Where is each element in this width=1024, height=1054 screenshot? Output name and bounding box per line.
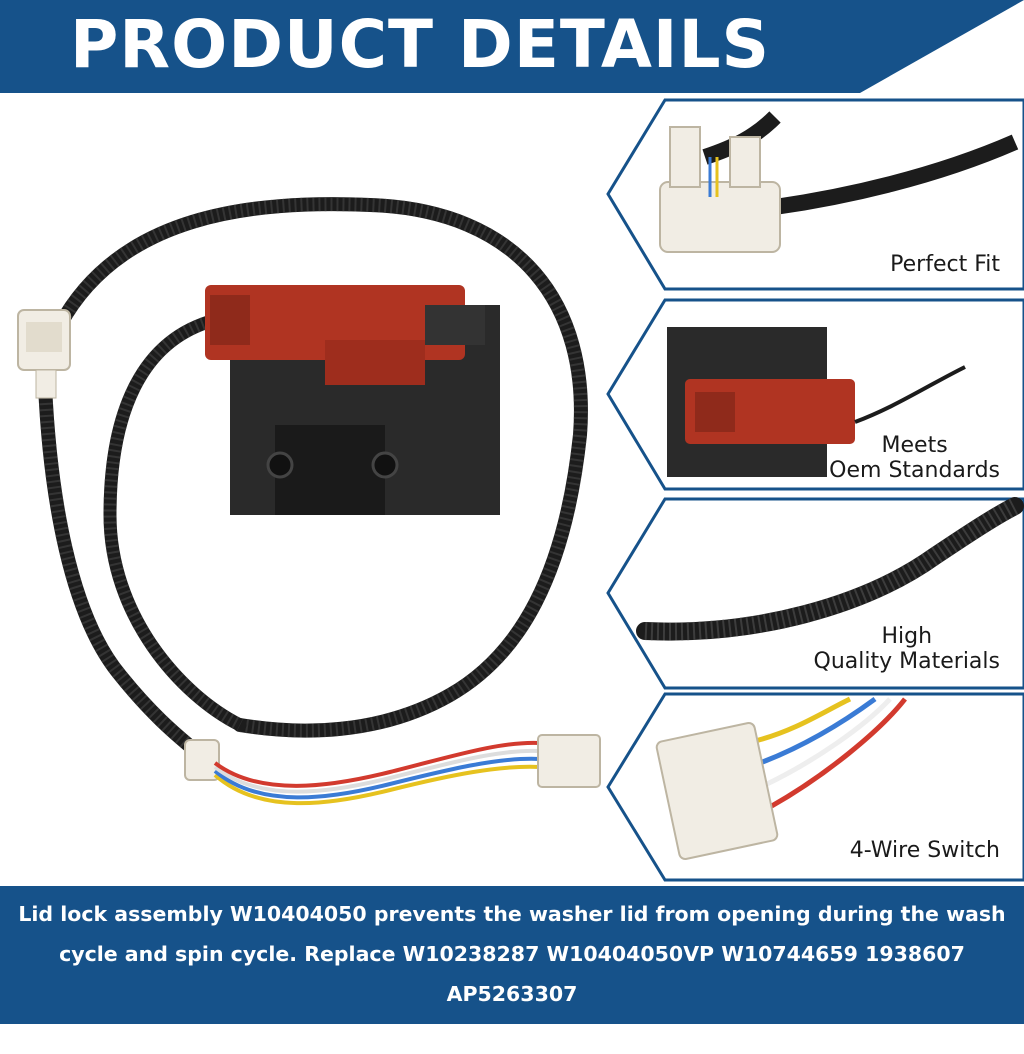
feature-panel-perfect-fit: Perfect Fit (605, 97, 1024, 292)
panel-label-line: 4-Wire Switch (849, 838, 1000, 863)
panel-label: High Quality Materials (814, 624, 1000, 674)
corrugated-cable-image (636, 497, 1024, 641)
cable-left (38, 378, 207, 762)
description-line: cycle and spin cycle. Replace W10238287 … (59, 942, 965, 1006)
lid-lock-switch (205, 285, 500, 515)
page-title: PRODUCT DETAILS (69, 6, 771, 83)
panel-label: Perfect Fit (890, 252, 1000, 277)
connector-plug-image (659, 111, 1019, 253)
feature-panel-4-wire-switch: 4-Wire Switch (605, 691, 1024, 883)
panel-label-line: Oem Standards (829, 458, 1000, 483)
product-description: Lid lock assembly W10404050 prevents the… (16, 894, 1008, 1054)
cable-inner (103, 313, 247, 732)
panel-label-line: Perfect Fit (890, 252, 1000, 277)
panel-label-line: Quality Materials (813, 649, 1000, 674)
panel-label: 4-Wire Switch (850, 838, 1000, 863)
footer-banner: Lid lock assembly W10404050 prevents the… (0, 886, 1024, 1046)
feature-panel-quality-materials: High Quality Materials (605, 496, 1024, 691)
panel-label-line: Meets (881, 433, 948, 458)
panel-label-line: High (881, 624, 933, 649)
lid-lock-switch-image (667, 327, 966, 477)
four-wire-terminal-image (655, 696, 907, 860)
product-main-image (17, 197, 601, 806)
description-line: Lid lock assembly W10404050 prevents the… (18, 902, 1006, 926)
cable-clip (184, 739, 220, 781)
description-line: PS3497627 EAP3497627 EA3497627 PS3497627… (91, 1022, 933, 1046)
panel-label: Meets Oem Standards (829, 433, 1000, 483)
panel-frame (606, 497, 1024, 690)
wire-terminal (537, 734, 601, 788)
left-connector (17, 309, 71, 399)
header-accent (860, 0, 1024, 93)
header-banner (0, 0, 860, 93)
feature-panel-oem-standards: Meets Oem Standards (605, 297, 1024, 492)
